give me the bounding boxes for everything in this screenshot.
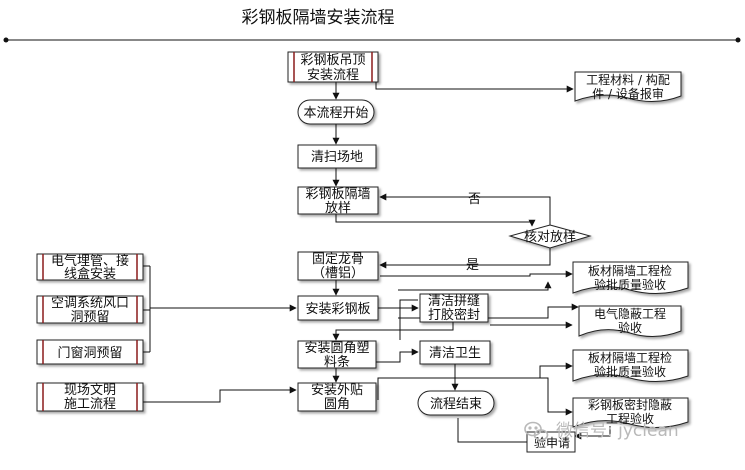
seal-hidden-box: 彩钢板密封隐蔽 工程验收 — [572, 397, 689, 428]
ceiling-process-box: 彩钢板吊顶 安装流程 — [287, 51, 379, 83]
sanitation-box: 清洁卫生 — [419, 340, 491, 365]
install-panel-label: 安装彩钢板 — [305, 302, 370, 317]
site-civilized-box: 现场文明 施工流程 — [36, 382, 144, 412]
sanitation-label: 清洁卫生 — [429, 346, 481, 361]
clean-site-box: 清扫场地 — [297, 144, 377, 169]
electrical-hidden-line-1: 电气隐蔽工程 — [594, 306, 666, 321]
door-window-label: 门窗洞预留 — [57, 345, 122, 361]
materials-review-box: 工程材料 / 构配 件 / 设备报审 — [574, 71, 682, 102]
end-terminal: 流程结束 — [417, 390, 495, 416]
connectors — [143, 82, 611, 446]
materials-review-line-2: 件 / 设备报审 — [592, 86, 664, 101]
watermark: 微信号: jyclean — [524, 421, 679, 441]
page-title: 彩钢板隔墙安装流程 — [242, 8, 395, 28]
ac-vent-line-2: 洞预留 — [70, 310, 109, 325]
materials-review-line-1: 工程材料 / 构配 — [586, 72, 670, 87]
ceiling-process-line-2: 安装流程 — [307, 68, 359, 83]
install-round-strip-line-2: 料条 — [324, 354, 350, 370]
partition-inspection-1-line-1: 板材隔墙工程检 — [588, 263, 672, 278]
fix-keel-line-1: 固定龙骨 — [312, 252, 364, 267]
layout-line-1: 彩钢板隔墙 — [305, 187, 370, 202]
install-outer-corner-line-1: 安装外贴 — [311, 383, 363, 398]
fix-keel-line-2: （槽铝） — [312, 266, 364, 281]
electrical-hidden-box: 电气隐蔽工程 验收 — [578, 305, 682, 337]
install-round-strip-line-1: 安装圆角塑 — [304, 341, 369, 356]
electrical-conduit-line-1: 电气埋管、接 — [51, 253, 129, 269]
ac-vent-box: 空调系统风口 洞预留 — [36, 295, 144, 325]
start-label: 本流程开始 — [303, 106, 368, 121]
edge-label-yes: 是 — [466, 258, 479, 273]
partition-inspection-2-box: 板材隔墙工程检 验批质量验收 — [572, 349, 689, 382]
install-outer-corner-box: 安装外贴 圆角 — [297, 382, 377, 412]
install-outer-corner-line-2: 圆角 — [324, 397, 350, 412]
end-label: 流程结束 — [430, 397, 482, 412]
clean-seal-line-1: 清洁拼缝 — [428, 294, 480, 309]
install-round-strip-box: 安装圆角塑 料条 — [297, 340, 377, 370]
seal-hidden-line-2: 工程验收 — [606, 411, 654, 426]
layout-line-2: 放样 — [325, 201, 351, 216]
layout-box: 彩钢板隔墙 放样 — [297, 186, 379, 216]
ac-vent-line-1: 空调系统风口 — [51, 296, 129, 311]
partition-inspection-1-line-2: 验批质量验收 — [594, 277, 666, 292]
acceptance-request-box: 验申请 — [526, 431, 576, 453]
electrical-conduit-line-2: 线盒安装 — [64, 266, 116, 282]
electrical-hidden-line-2: 验收 — [618, 320, 642, 335]
edge-label-no: 否 — [468, 192, 481, 207]
partition-inspection-1-box: 板材隔墙工程检 验批质量验收 — [572, 261, 689, 294]
start-terminal: 本流程开始 — [297, 99, 375, 125]
ceiling-process-line-1: 彩钢板吊顶 — [300, 53, 365, 68]
wechat-icon — [524, 421, 549, 441]
clean-seal-box: 清洁拼缝 打胶密封 — [419, 293, 489, 323]
install-panel-box: 安装彩钢板 — [297, 295, 379, 321]
site-civilized-line-2: 施工流程 — [64, 397, 116, 412]
clean-site-label: 清扫场地 — [311, 150, 363, 165]
electrical-conduit-box: 电气埋管、接 线盒安装 — [36, 253, 144, 282]
fix-keel-box: 固定龙骨 （槽铝） — [297, 251, 379, 281]
clean-seal-line-2: 打胶密封 — [428, 307, 480, 323]
check-layout-decision: 核对放样 — [508, 224, 592, 249]
check-layout-label: 核对放样 — [524, 230, 576, 245]
site-civilized-line-1: 现场文明 — [64, 383, 116, 398]
partition-inspection-2-line-2: 验批质量验收 — [594, 364, 666, 379]
seal-hidden-line-1: 彩钢板密封隐蔽 — [588, 397, 672, 412]
door-window-box: 门窗洞预留 — [36, 339, 144, 365]
partition-inspection-2-line-1: 板材隔墙工程检 — [588, 350, 672, 365]
title-divider — [3, 37, 741, 43]
acceptance-request-label: 验申请 — [534, 435, 570, 450]
watermark-text: 微信号: jyclean — [556, 421, 679, 441]
